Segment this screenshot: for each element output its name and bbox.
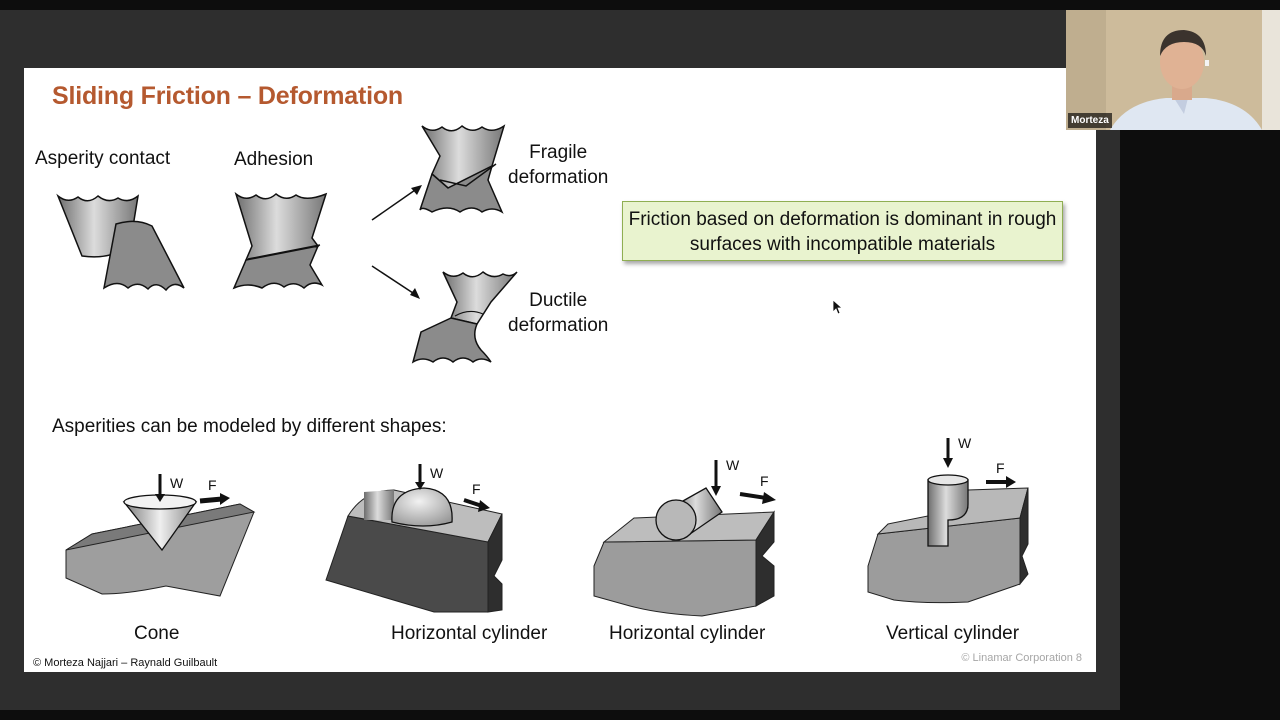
sphere-f-label: F: [472, 481, 481, 497]
slide-title: Sliding Friction – Deformation: [52, 82, 403, 110]
cone-f-label: F: [208, 477, 217, 493]
adhesion-figure: [232, 191, 328, 290]
cone-label: Cone: [134, 623, 180, 644]
fragile-deformation-label: Fragile deformation: [508, 142, 609, 188]
vcyl-w-label: W: [958, 435, 972, 451]
horizontal-cylinder-label: Horizontal cylinder: [609, 623, 766, 644]
arrow-to-ductile: [371, 265, 420, 299]
presentation-stage: Sliding Friction – Deformation Asperity …: [0, 10, 1120, 710]
cone-model-figure: W F: [65, 474, 256, 597]
mouse-cursor-icon: [832, 299, 844, 315]
vertical-cylinder-model-figure: W F: [867, 435, 1029, 604]
footer-page-info: © Linamar Corporation 8: [961, 652, 1082, 664]
arrow-to-fragile: [371, 185, 422, 221]
hcyl-w-label: W: [726, 457, 740, 473]
asperity-contact-label: Asperity contact: [35, 148, 171, 169]
shapes-intro-text: Asperities can be modeled by different s…: [52, 416, 447, 437]
participant-video-tile[interactable]: Morteza: [1066, 10, 1280, 130]
ductile-deformation-figure: [411, 271, 518, 364]
sphere-label: Horizontal cylinder: [391, 623, 548, 644]
horizontal-cylinder-model-figure: W F: [593, 457, 776, 617]
callout-box: Friction based on deformation is dominan…: [622, 201, 1063, 261]
vcyl-f-label: F: [996, 460, 1005, 476]
cone-w-label: W: [170, 475, 184, 491]
sphere-model-figure: W F: [325, 464, 503, 613]
vertical-cylinder-label: Vertical cylinder: [886, 623, 1020, 644]
slide: Sliding Friction – Deformation Asperity …: [24, 68, 1096, 672]
ductile-deformation-label: Ductile deformation: [508, 290, 609, 336]
footer-copyright: © Morteza Najjari – Raynald Guilbault: [33, 657, 218, 669]
fragile-deformation-figure: [419, 124, 506, 214]
asperity-contact-figure: [56, 193, 185, 292]
hcyl-f-label: F: [760, 473, 769, 489]
adhesion-label: Adhesion: [234, 149, 314, 170]
sphere-w-label: W: [430, 465, 444, 481]
participant-name-label: Morteza: [1068, 113, 1112, 128]
participant-video-feed: [1066, 10, 1280, 130]
